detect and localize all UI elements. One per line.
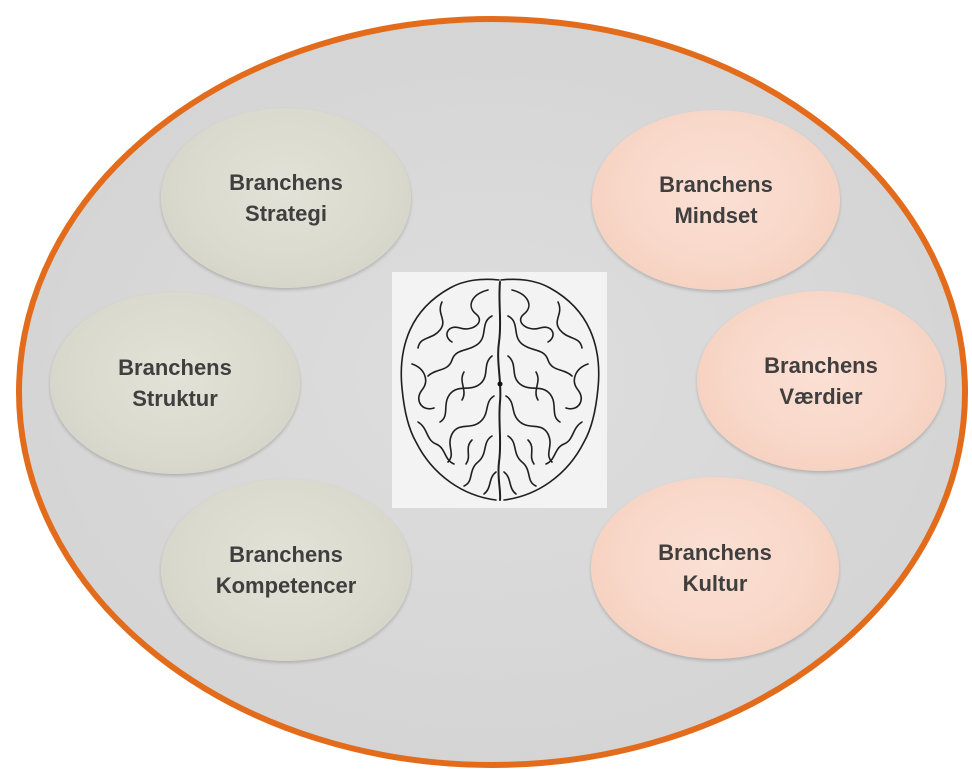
node-kultur-line1: Branchens	[658, 540, 772, 565]
node-strategi-line1: Branchens	[229, 170, 343, 195]
node-kompetencer: Branchens Kompetencer	[161, 479, 411, 661]
node-mindset-line2: Mindset	[674, 203, 758, 228]
node-struktur-line2: Struktur	[132, 386, 218, 411]
node-struktur: Branchens Struktur	[50, 292, 300, 474]
node-vaerdier: Branchens Værdier	[697, 291, 945, 471]
node-kultur-line2: Kultur	[682, 571, 748, 596]
brain-icon	[400, 278, 600, 501]
node-strategi: Branchens Strategi	[161, 108, 411, 288]
node-vaerdier-line2: Værdier	[779, 384, 863, 409]
node-kultur: Branchens Kultur	[591, 477, 839, 659]
node-vaerdier-line1: Branchens	[764, 353, 878, 378]
node-mindset-line1: Branchens	[659, 172, 773, 197]
node-struktur-line1: Branchens	[118, 355, 232, 380]
node-kompetencer-line2: Kompetencer	[215, 573, 357, 598]
brain-image	[392, 272, 607, 508]
node-strategi-line2: Strategi	[245, 201, 327, 226]
node-kompetencer-line1: Branchens	[229, 542, 343, 567]
node-mindset: Branchens Mindset	[592, 110, 840, 290]
